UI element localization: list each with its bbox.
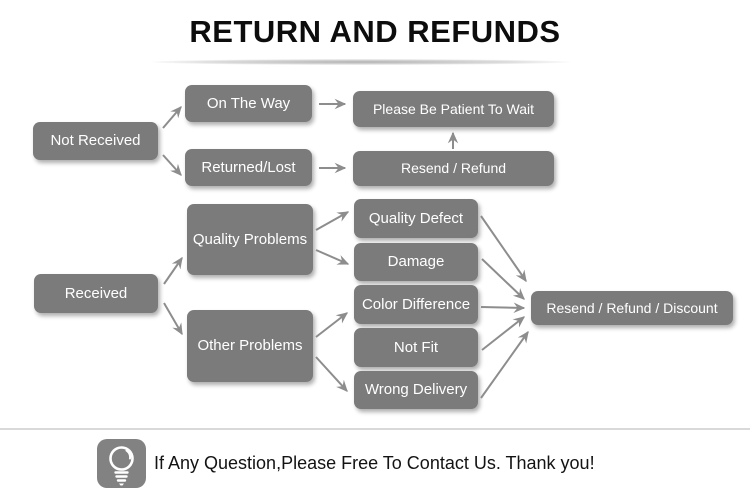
page-title: RETURN AND REFUNDS [189, 14, 561, 49]
node-returned-lost: Returned/Lost [185, 149, 312, 186]
node-quality-problems: Quality Problems [187, 204, 313, 275]
footer-message: If Any Question,Please Free To Contact U… [154, 453, 595, 473]
node-not-fit: Not Fit [354, 328, 478, 367]
node-quality-defect: Quality Defect [354, 199, 478, 238]
lightbulb-icon [97, 439, 146, 488]
footer-divider [0, 428, 750, 430]
node-other-problems: Other Problems [187, 310, 313, 382]
node-not-received: Not Received [33, 122, 158, 160]
node-resend-refund: Resend / Refund [353, 151, 554, 186]
node-wrong-delivery: Wrong Delivery [354, 371, 478, 409]
node-on-the-way: On The Way [185, 85, 312, 122]
node-damage: Damage [354, 243, 478, 281]
node-color-difference: Color Difference [354, 285, 478, 324]
title-underline-shadow [152, 59, 570, 65]
node-please-be-patient: Please Be Patient To Wait [353, 91, 554, 127]
node-resend-refund-discount: Resend / Refund / Discount [531, 291, 733, 325]
node-received: Received [34, 274, 158, 313]
